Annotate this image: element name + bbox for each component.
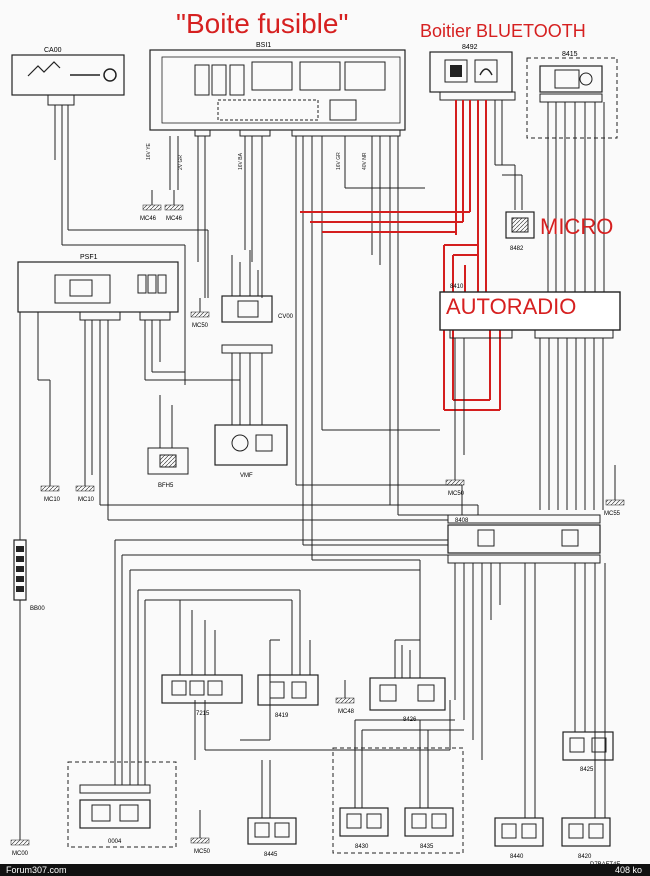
b492-bluetooth-box: 8492 bbox=[429, 44, 516, 101]
ground-mc50-a-label: MC50 bbox=[192, 323, 209, 329]
b425-speaker: 8425 bbox=[562, 731, 614, 773]
b445-speaker: 8445 bbox=[247, 817, 297, 858]
cv00-label: CV00 bbox=[278, 314, 294, 320]
b425-label: 8425 bbox=[580, 767, 594, 773]
ground-mc50-b-label: MC50 bbox=[448, 491, 465, 497]
ground-mc48-label: MC48 bbox=[338, 709, 355, 715]
svg-text:16V GR: 16V GR bbox=[336, 152, 342, 170]
b492-label: 8492 bbox=[462, 44, 478, 51]
bfh5-label: BFH5 bbox=[158, 483, 174, 489]
ground-mc50-c: MC50 bbox=[190, 810, 211, 855]
vmf-label: VMF bbox=[240, 473, 253, 479]
b435-label: 8435 bbox=[420, 844, 434, 850]
ground-mc46-b: MC46 bbox=[164, 190, 184, 222]
vmf-box: VMF bbox=[214, 424, 288, 479]
ca00-switch: CA00 bbox=[11, 47, 125, 106]
b430-speaker: 8430 bbox=[339, 807, 389, 850]
b426-speaker: 8426 bbox=[369, 677, 446, 723]
b408-label: 8408 bbox=[455, 518, 469, 524]
bsi1-wires bbox=[169, 136, 425, 560]
annotation-boitier-bluetooth: Boitier BLUETOOTH bbox=[420, 21, 586, 41]
ground-mc46-b-label: MC46 bbox=[166, 216, 183, 222]
ca00-label: CA00 bbox=[44, 47, 62, 54]
r0004-box: 0004 bbox=[67, 761, 177, 848]
b410-autoradio: 8410 bbox=[439, 284, 621, 339]
b415-box: 8415 bbox=[526, 51, 618, 139]
psf1-box: PSF1 bbox=[17, 254, 179, 321]
b7215-label: 7215 bbox=[196, 711, 210, 717]
ground-mc50-a: MC50 bbox=[190, 298, 210, 329]
ground-mc46-a: MC46 bbox=[140, 190, 162, 222]
footer-site: Forum307.com bbox=[6, 865, 67, 875]
bsi1-label: BSI1 bbox=[256, 42, 271, 49]
ground-mc50-c-label: MC50 bbox=[194, 849, 211, 855]
b445-label: 8445 bbox=[264, 852, 278, 858]
b420-label: 8420 bbox=[578, 854, 592, 860]
bb00-battery: BB00 bbox=[13, 539, 45, 612]
footer-size: 408 ko bbox=[614, 865, 642, 875]
bluetooth-red-wires bbox=[300, 100, 501, 411]
bfh5-box: BFH5 bbox=[147, 447, 189, 489]
b7215-box: 7215 bbox=[161, 674, 243, 717]
r0004-label: 0004 bbox=[108, 839, 122, 845]
b430-label: 8430 bbox=[355, 844, 369, 850]
ground-mc00-label: MC00 bbox=[12, 851, 29, 857]
svg-text:16V BA: 16V BA bbox=[238, 152, 244, 170]
annotation-boite-fusible: "Boite fusible" bbox=[176, 8, 349, 39]
annotation-autoradio: AUTORADIO bbox=[446, 294, 577, 319]
b440-speaker: 8440 bbox=[494, 817, 544, 860]
svg-text:40V NR: 40V NR bbox=[362, 152, 368, 170]
b482-micro: 8482 bbox=[505, 211, 535, 252]
ground-mc55: MC55 bbox=[604, 465, 625, 517]
svg-text:2V GR: 2V GR bbox=[178, 155, 184, 170]
ground-mc10-a: MC10 bbox=[40, 470, 61, 503]
b408-box: 8408 bbox=[447, 514, 601, 564]
footer-bar: Forum307.com 408 ko bbox=[0, 864, 650, 876]
b482-label: 8482 bbox=[510, 246, 524, 252]
svg-text:16V YE: 16V YE bbox=[146, 142, 152, 160]
b420-speaker: 8420 bbox=[561, 817, 611, 860]
ground-mc00: MC00 bbox=[10, 839, 30, 857]
ground-mc55-label: MC55 bbox=[604, 511, 621, 517]
b415-label: 8415 bbox=[562, 51, 578, 58]
ground-mc10-b-label: MC10 bbox=[78, 497, 95, 503]
b410-label: 8410 bbox=[450, 284, 464, 290]
bsi1-fuse-box: BSI1 bbox=[149, 42, 406, 137]
psf1-label: PSF1 bbox=[80, 254, 98, 261]
ground-mc46-a-label: MC46 bbox=[140, 216, 157, 222]
b435-speaker: 8435 bbox=[404, 807, 454, 850]
ground-mc10-a-label: MC10 bbox=[44, 497, 61, 503]
ground-mc48: MC48 bbox=[335, 680, 355, 715]
bb00-label: BB00 bbox=[30, 606, 45, 612]
annotation-micro: MICRO bbox=[540, 214, 614, 239]
ground-mc10-b: MC10 bbox=[75, 470, 95, 503]
b419-box: 8419 bbox=[257, 674, 319, 719]
b440-label: 8440 bbox=[510, 854, 524, 860]
cv00-box: CV00 bbox=[221, 295, 294, 354]
b419-label: 8419 bbox=[275, 713, 289, 719]
